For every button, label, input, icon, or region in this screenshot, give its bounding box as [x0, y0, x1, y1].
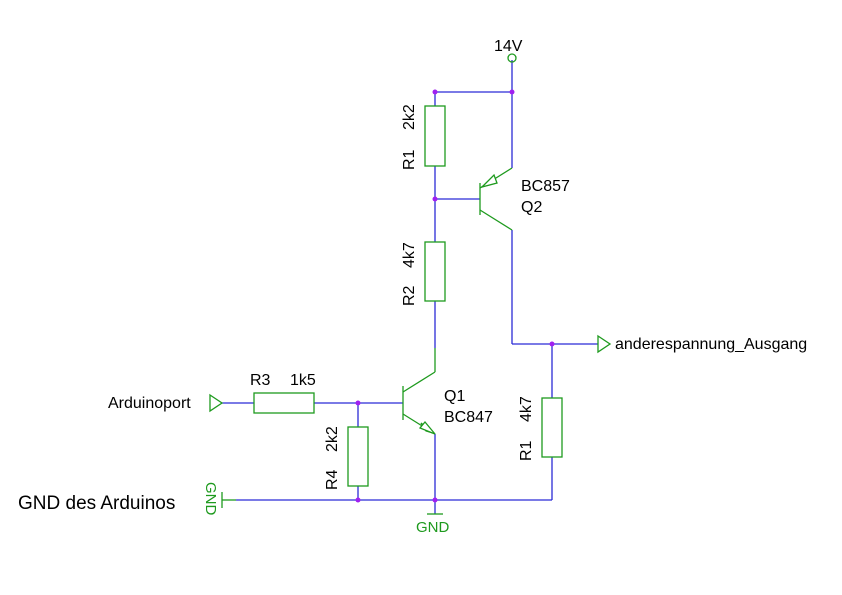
resistor-r1-top [424, 105, 446, 167]
junction-dot [549, 341, 555, 347]
transistor-q1-symbol [402, 348, 436, 435]
output-port-icon [597, 334, 612, 354]
input-port-icon [209, 393, 224, 413]
r4-name: R4 [324, 469, 341, 490]
junction-dot [355, 497, 361, 503]
r1-top-value: 2k2 [401, 104, 418, 130]
q1-name: Q1 [444, 388, 465, 405]
ground-caption: GND des Arduinos [18, 493, 175, 514]
ground-left-icon [221, 492, 236, 508]
r4-value: 2k2 [324, 426, 341, 452]
output-port-label: anderespannung_Ausgang [615, 336, 807, 353]
supply-label: 14V [494, 38, 523, 55]
r1-output-name: R1 [518, 440, 535, 461]
r1-output-value: 4k7 [518, 396, 535, 422]
junctions [355, 89, 555, 503]
input-port-label: Arduinoport [108, 395, 191, 412]
supply-terminal-icon [507, 53, 517, 63]
junction-dot [432, 196, 438, 202]
ground-bottom-label: GND [416, 519, 450, 536]
junction-dot [432, 497, 438, 503]
r1-top-name: R1 [401, 149, 418, 170]
resistor-r1-output [541, 397, 563, 458]
r2-name: R2 [401, 285, 418, 306]
r3-name: R3 [250, 372, 271, 389]
r3-value: 1k5 [290, 372, 316, 389]
transistor-q2-symbol [479, 167, 513, 231]
resistor-r4 [347, 426, 369, 487]
resistor-r3 [253, 392, 315, 414]
junction-dot [355, 400, 361, 406]
components [209, 53, 612, 515]
junction-dot [509, 89, 515, 95]
q2-type: BC857 [521, 178, 570, 195]
r2-value: 4k7 [401, 242, 418, 268]
ground-left-label: GND [202, 482, 219, 516]
resistor-r2 [424, 241, 446, 302]
junction-dot [432, 89, 438, 95]
q1-type: BC847 [444, 409, 493, 426]
q2-name: Q2 [521, 199, 542, 216]
